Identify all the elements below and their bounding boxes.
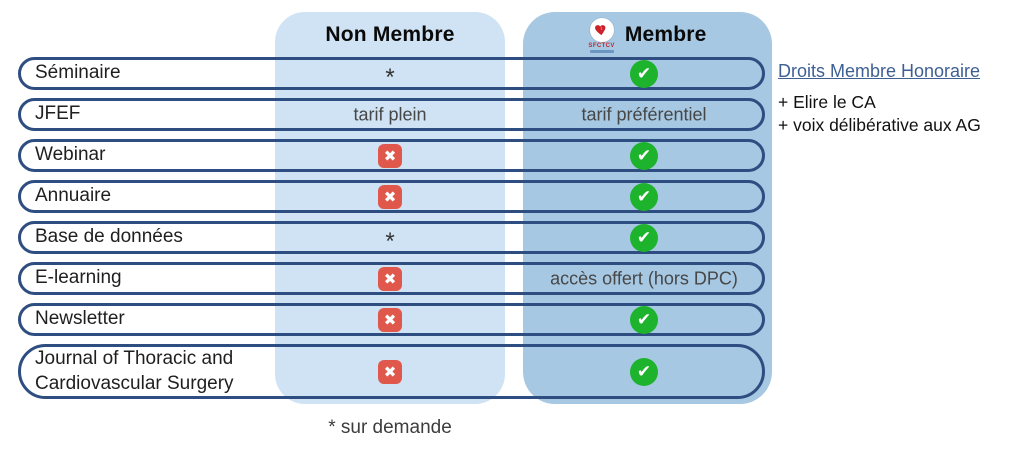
member-header-label: Membre xyxy=(624,23,707,46)
member-cell: ✔ xyxy=(523,59,765,88)
row-label: E-learning xyxy=(35,267,122,289)
sfctcv-logo-subtitle xyxy=(589,49,614,53)
check-icon: ✔ xyxy=(630,305,658,334)
row-label: Journal of Thoracic and Cardiovascular S… xyxy=(35,348,234,394)
row-label: Séminaire xyxy=(35,62,121,84)
table-row: JFEF tarif plein tarif préférentiel xyxy=(18,98,765,131)
table-row: Annuaire ✖ ✔ xyxy=(18,180,765,213)
table-row: Base de données * ✔ xyxy=(18,221,765,255)
non-member-header-label: Non Membre xyxy=(325,23,455,46)
non-member-cell: ✖ xyxy=(275,184,505,209)
honorary-right-item: + voix délibérative aux AG xyxy=(778,115,981,136)
cross-icon: ✖ xyxy=(378,266,402,291)
row-label: Base de données xyxy=(35,226,183,248)
table-rows: Séminaire * ✔ JFEF tarif plein tarif pré… xyxy=(18,57,765,407)
member-cell: tarif préférentiel xyxy=(523,104,765,125)
asterisk-mark: * xyxy=(385,63,395,91)
table-row: Newsletter ✖ ✔ xyxy=(18,303,765,336)
non-member-column-header: Non Membre xyxy=(275,12,505,58)
non-member-cell: tarif plein xyxy=(275,104,505,125)
check-icon: ✔ xyxy=(630,223,658,252)
row-label: JFEF xyxy=(35,103,81,125)
member-cell: ✔ xyxy=(523,182,765,211)
sfctcv-logo-label: SFCTCV xyxy=(588,42,615,49)
non-member-cell: ✖ xyxy=(275,359,505,384)
cross-icon: ✖ xyxy=(378,184,402,209)
table-row: E-learning ✖ accès offert (hors DPC) xyxy=(18,262,765,295)
asterisk-footnote: * sur demande xyxy=(328,417,452,438)
asterisk-mark: * xyxy=(385,227,395,255)
row-label: Webinar xyxy=(35,144,106,166)
non-member-cell: * xyxy=(275,60,505,91)
check-icon: ✔ xyxy=(630,141,658,170)
table-row: Séminaire * ✔ xyxy=(18,57,765,91)
cell-text: tarif préférentiel xyxy=(581,104,707,124)
non-member-cell: * xyxy=(275,224,505,255)
honorary-right-item: + Elire le CA xyxy=(778,92,876,112)
member-cell: ✔ xyxy=(523,223,765,252)
member-cell: accès offert (hors DPC) xyxy=(523,268,765,289)
row-label: Annuaire xyxy=(35,185,112,207)
droits-membre-honoraire-link[interactable]: Droits Membre Honoraire xyxy=(778,61,981,81)
sfctcv-logo-icon xyxy=(589,17,614,42)
non-member-cell: ✖ xyxy=(275,307,505,332)
table-row: Journal of Thoracic and Cardiovascular S… xyxy=(18,344,765,400)
cell-text: accès offert (hors DPC) xyxy=(550,268,738,288)
cell-text: tarif plein xyxy=(353,104,427,124)
member-cell: ✔ xyxy=(523,141,765,170)
check-icon: ✔ xyxy=(630,182,658,211)
honorary-member-note: Droits Membre Honoraire + Elire le CA + … xyxy=(778,61,1024,137)
non-member-cell: ✖ xyxy=(275,143,505,168)
table-row: Webinar ✖ ✔ xyxy=(18,139,765,172)
cross-icon: ✖ xyxy=(378,307,402,332)
check-icon: ✔ xyxy=(630,59,658,88)
cross-icon: ✖ xyxy=(378,359,402,384)
member-column-header: SFCTCV Membre xyxy=(523,12,772,58)
check-icon: ✔ xyxy=(630,357,658,386)
row-label: Newsletter xyxy=(35,308,125,330)
sfctcv-logo: SFCTCV xyxy=(588,17,615,53)
cross-icon: ✖ xyxy=(378,143,402,168)
member-cell: ✔ xyxy=(523,305,765,334)
member-cell: ✔ xyxy=(523,357,765,386)
non-member-cell: ✖ xyxy=(275,266,505,291)
